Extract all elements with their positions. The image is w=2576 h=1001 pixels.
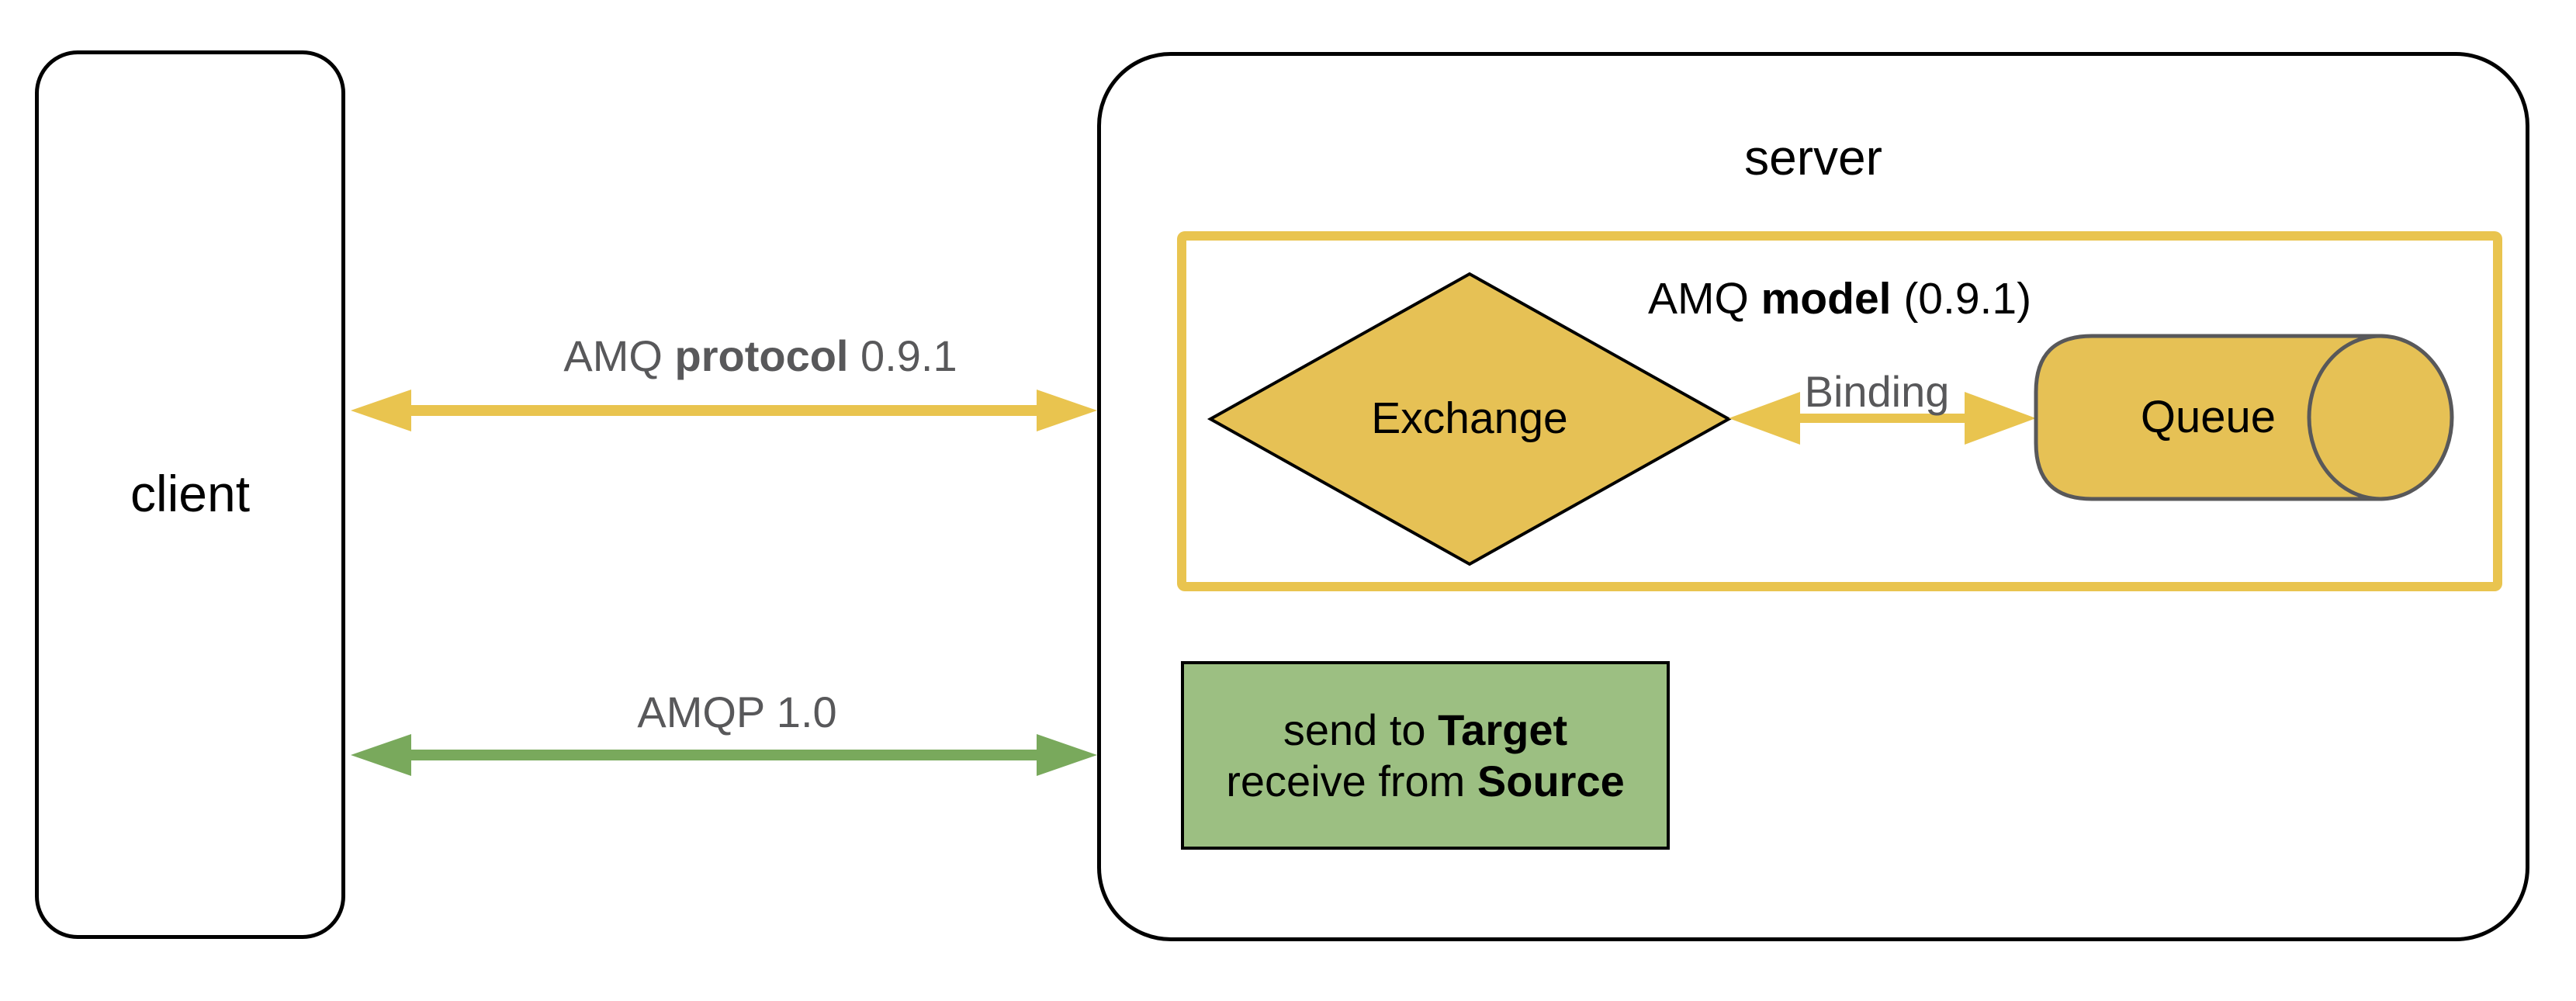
send-receive-box: send to Target receive from Source	[1181, 661, 1670, 850]
client-node	[35, 50, 345, 939]
amq-protocol-label-bold: protocol	[674, 331, 849, 380]
queue-label: Queue	[2140, 392, 2277, 442]
client-label: client	[130, 465, 251, 522]
amq-model-frame	[1177, 231, 2502, 591]
amqp-arrow	[351, 734, 1097, 776]
send-to-text: send to	[1283, 705, 1439, 754]
source-text: Source	[1477, 756, 1625, 805]
amq-model-title-suffix: (0.9.1)	[1891, 274, 2032, 324]
send-receive-line2: receive from Source	[1226, 756, 1625, 807]
amq-protocol-arrow	[351, 390, 1097, 431]
amq-model-title: AMQ model (0.9.1)	[1177, 277, 2502, 321]
amq-protocol-label-suffix: 0.9.1	[848, 331, 957, 380]
binding-label: Binding	[1804, 367, 1950, 416]
binding-arrow	[1729, 392, 2036, 445]
send-receive-line1: send to Target	[1283, 705, 1567, 756]
exchange-diamond	[1207, 272, 1733, 566]
receive-from-text: receive from	[1226, 756, 1477, 805]
amqp-label: AMQP 1.0	[637, 688, 837, 736]
server-label: server	[1744, 130, 1882, 185]
amq-model-title-bold: model	[1761, 274, 1892, 324]
queue-cylinder-body	[2034, 334, 2383, 501]
amq-protocol-label-prefix: AMQ	[563, 331, 675, 380]
target-text: Target	[1438, 705, 1568, 754]
queue-cylinder-cap	[2307, 334, 2454, 501]
amq-protocol-label: AMQ protocol 0.9.1	[450, 334, 1071, 378]
amq-model-title-prefix: AMQ	[1647, 274, 1761, 324]
exchange-label: Exchange	[1371, 393, 1568, 443]
